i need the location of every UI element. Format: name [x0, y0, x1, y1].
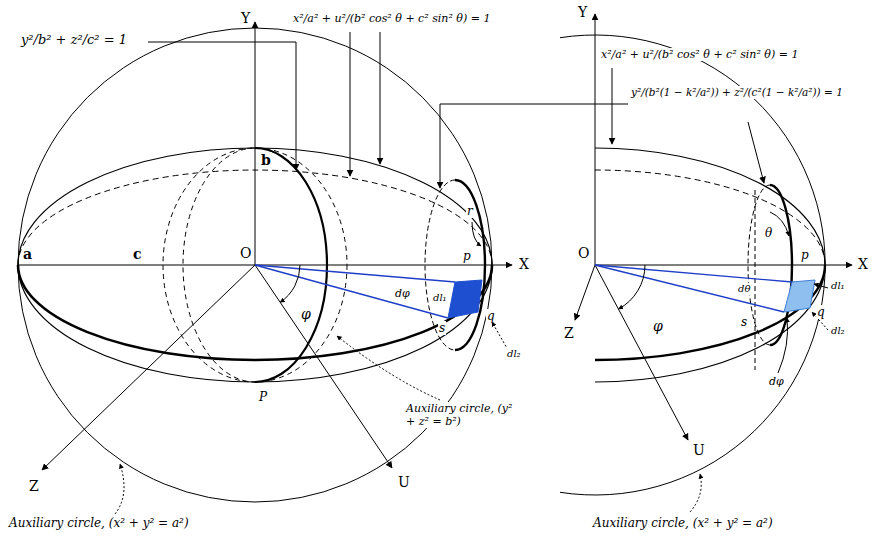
leader-line: [380, 32, 381, 164]
origin-label: O: [239, 245, 252, 262]
angle-arc: [619, 265, 646, 309]
axis-label: Y: [577, 4, 588, 21]
angle-label: dθ: [737, 283, 751, 295]
axis-label: X: [857, 256, 869, 273]
angle-label: dφ: [394, 287, 411, 300]
surface-element: [448, 280, 482, 318]
equation-label: y²/(b²(1 − k²/a²)) + z²/(c²(1 − k²/a²)) …: [630, 86, 844, 99]
z-axis: [575, 265, 595, 320]
radius-line: [595, 265, 792, 282]
leader-line: [115, 464, 124, 514]
leader-line: [690, 474, 701, 512]
leader-line: [472, 222, 481, 246]
axis-label: c: [132, 246, 143, 263]
y-axis: [595, 14, 596, 265]
point-label: s: [438, 321, 446, 335]
point-label: P: [258, 390, 268, 404]
point-label: q: [816, 305, 826, 319]
angle-label: θ: [764, 226, 773, 240]
length-label: dl₁: [432, 292, 448, 304]
leader-line: [612, 68, 613, 144]
point-label: p: [800, 248, 810, 262]
section-line: [755, 190, 756, 370]
x-axis: [595, 265, 852, 266]
length-label: dl₂: [506, 348, 522, 360]
origin-label: O: [577, 245, 590, 262]
axis-label: U: [692, 442, 706, 459]
leader-line: [440, 104, 628, 188]
angle-label: φ: [300, 306, 312, 323]
u-axis: [255, 265, 392, 468]
axis-label: Z: [28, 478, 40, 495]
angle-arc: [280, 265, 300, 302]
z-axis: [42, 265, 255, 470]
surface-element: [784, 280, 815, 312]
axis-label: a: [22, 246, 33, 263]
angle-label: φ: [652, 318, 664, 335]
length-label: dl₂: [830, 325, 846, 337]
axis-label: X: [518, 256, 530, 273]
axis-label: b: [260, 152, 272, 169]
leader-line: [748, 122, 764, 183]
point-label: p: [462, 249, 472, 263]
radius-line: [595, 265, 784, 312]
leader-line: [148, 42, 296, 170]
note-label: Auxiliary circle, (x² + y² = a²): [592, 516, 774, 530]
equation-label: x²/a² + u²/(b² cos² θ + c² sin² θ) = 1: [600, 48, 799, 61]
axis-label: Y: [240, 10, 251, 27]
point-label: s: [740, 315, 748, 329]
note-label: Auxiliary circle, (y² + z² = b²): [405, 402, 525, 428]
xz-ellipse-front: [18, 265, 492, 360]
point-label: q: [486, 309, 496, 323]
leader-line: [492, 322, 508, 350]
y-axis: [255, 22, 256, 265]
axis-label: Z: [563, 325, 575, 342]
leader-line: [350, 32, 351, 176]
note-label: Auxiliary circle, (x² + y² = a²): [8, 516, 190, 530]
leader-line: [778, 318, 788, 373]
point-label: r: [466, 204, 474, 218]
radius-line: [255, 265, 448, 318]
leader-line: [337, 336, 440, 400]
leader-line: [814, 284, 828, 288]
axis-label: U: [397, 474, 411, 491]
angle-label: dφ: [768, 375, 785, 388]
length-label: dl₁: [830, 280, 846, 292]
u-axis: [595, 265, 688, 440]
equation-label: y²/b² + z²/c² = 1: [20, 32, 128, 48]
equation-label: x²/a² + u²/(b² cos² θ + c² sin² θ) = 1: [292, 12, 491, 25]
